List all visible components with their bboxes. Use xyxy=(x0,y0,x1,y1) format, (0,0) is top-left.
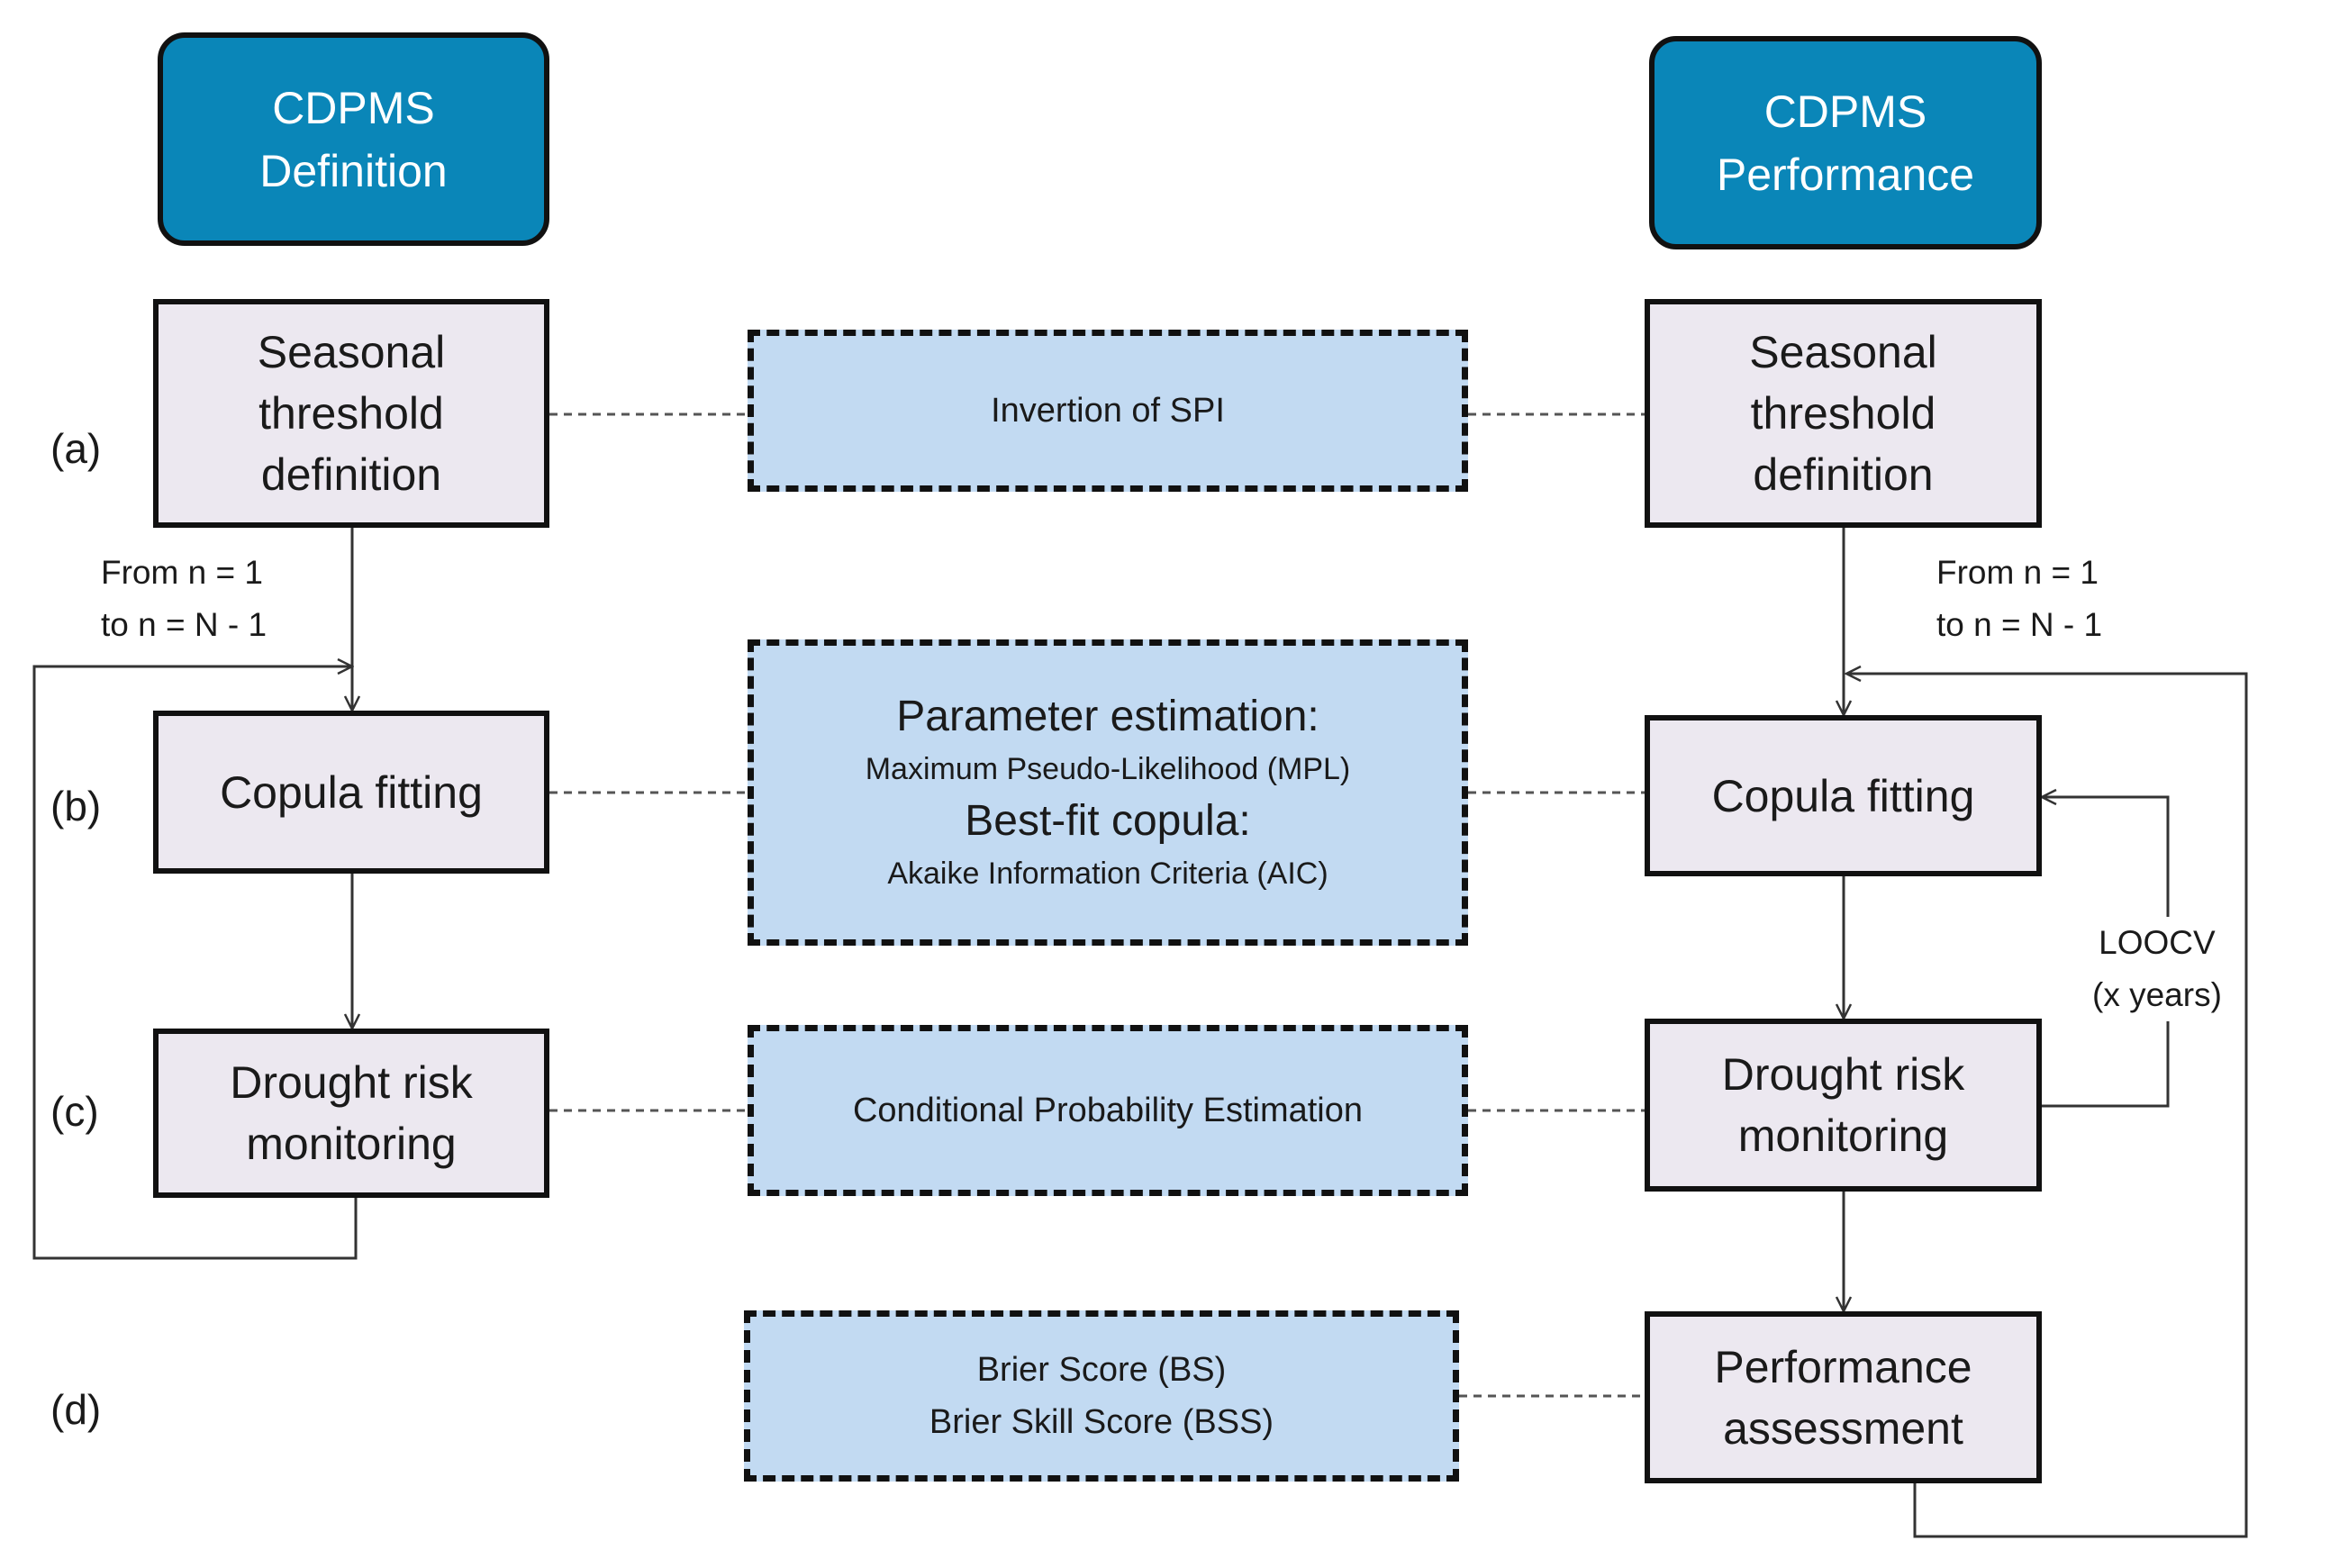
step-text-line: Seasonal xyxy=(1749,327,1937,377)
method-title: Parameter estimation: xyxy=(896,693,1319,740)
row-label-c: (c) xyxy=(50,1088,99,1135)
method-text: Invertion of SPI xyxy=(991,392,1225,430)
step-text-line: Drought risk xyxy=(230,1057,473,1108)
header-definition-line: Definition xyxy=(259,145,448,196)
method-text: Maximum Pseudo-Likelihood (MPL) xyxy=(865,752,1351,786)
step-text-line: Copula fitting xyxy=(1711,770,1975,821)
header-definition-line: CDPMS xyxy=(272,82,435,133)
method-text: Brier Skill Score (BSS) xyxy=(929,1403,1274,1441)
method-title: Best-fit copula: xyxy=(965,797,1251,845)
left-seasonal-threshold-box: Seasonal threshold definition xyxy=(153,299,549,528)
method-text: Akaike Information Criteria (AIC) xyxy=(887,857,1328,891)
left-copula-fitting-box: Copula fitting xyxy=(153,711,549,874)
step-text-line: assessment xyxy=(1723,1402,1963,1454)
header-performance-line: CDPMS xyxy=(1763,86,1927,137)
step-text-line: monitoring xyxy=(1737,1110,1949,1161)
loop-note-line: to n = N - 1 xyxy=(101,606,267,643)
loop-right xyxy=(1846,674,2248,1538)
loocv-line: LOOCV xyxy=(2099,924,2216,961)
method-brier-score-box: Brier Score (BS) Brier Skill Score (BSS) xyxy=(744,1310,1459,1482)
loop-note-line: From n = 1 xyxy=(101,554,263,591)
step-text-line: Drought risk xyxy=(1721,1049,1965,1100)
loop-note-line: to n = N - 1 xyxy=(1936,606,2103,643)
left-drought-risk-box: Drought risk monitoring xyxy=(153,1029,549,1198)
loocv-line: (x years) xyxy=(2092,976,2222,1013)
step-text-line: definition xyxy=(260,449,442,500)
right-copula-fitting-box: Copula fitting xyxy=(1645,715,2042,876)
row-label-a: (a) xyxy=(50,425,102,472)
header-cdpms-definition: CDPMS Definition xyxy=(158,32,549,246)
loop-note-line: From n = 1 xyxy=(1936,554,2099,591)
row-label-b: (b) xyxy=(50,783,102,829)
step-text-line: Copula fitting xyxy=(220,766,483,818)
left-loop-note: From n = 1 to n = N - 1 xyxy=(101,547,267,651)
header-cdpms-performance: CDPMS Performance xyxy=(1649,36,2042,249)
step-text-line: definition xyxy=(1753,449,1934,500)
method-spi-inversion-box: Invertion of SPI xyxy=(748,330,1468,492)
method-conditional-probability-box: Conditional Probability Estimation xyxy=(748,1025,1468,1196)
method-text: Brier Score (BS) xyxy=(976,1351,1227,1389)
method-text: Conditional Probability Estimation xyxy=(852,1092,1364,1129)
loocv-note: LOOCV (x years) xyxy=(2085,917,2229,1021)
loop-left xyxy=(32,666,358,1260)
right-seasonal-threshold-box: Seasonal threshold definition xyxy=(1645,299,2042,528)
right-drought-risk-box: Drought risk monitoring xyxy=(1645,1019,2042,1192)
step-text-line: Seasonal xyxy=(257,327,446,377)
header-performance-line: Performance xyxy=(1716,149,1975,200)
right-performance-assessment-box: Performance assessment xyxy=(1645,1311,2042,1483)
step-text-line: threshold xyxy=(258,388,444,439)
step-text-line: monitoring xyxy=(246,1119,457,1169)
method-copula-estimation-box: Parameter estimation: Maximum Pseudo-Lik… xyxy=(748,639,1468,946)
step-text-line: Performance xyxy=(1714,1341,1972,1392)
right-loop-note: From n = 1 to n = N - 1 xyxy=(1936,547,2102,651)
step-text-line: threshold xyxy=(1750,388,1936,439)
row-label-d: (d) xyxy=(50,1386,102,1433)
